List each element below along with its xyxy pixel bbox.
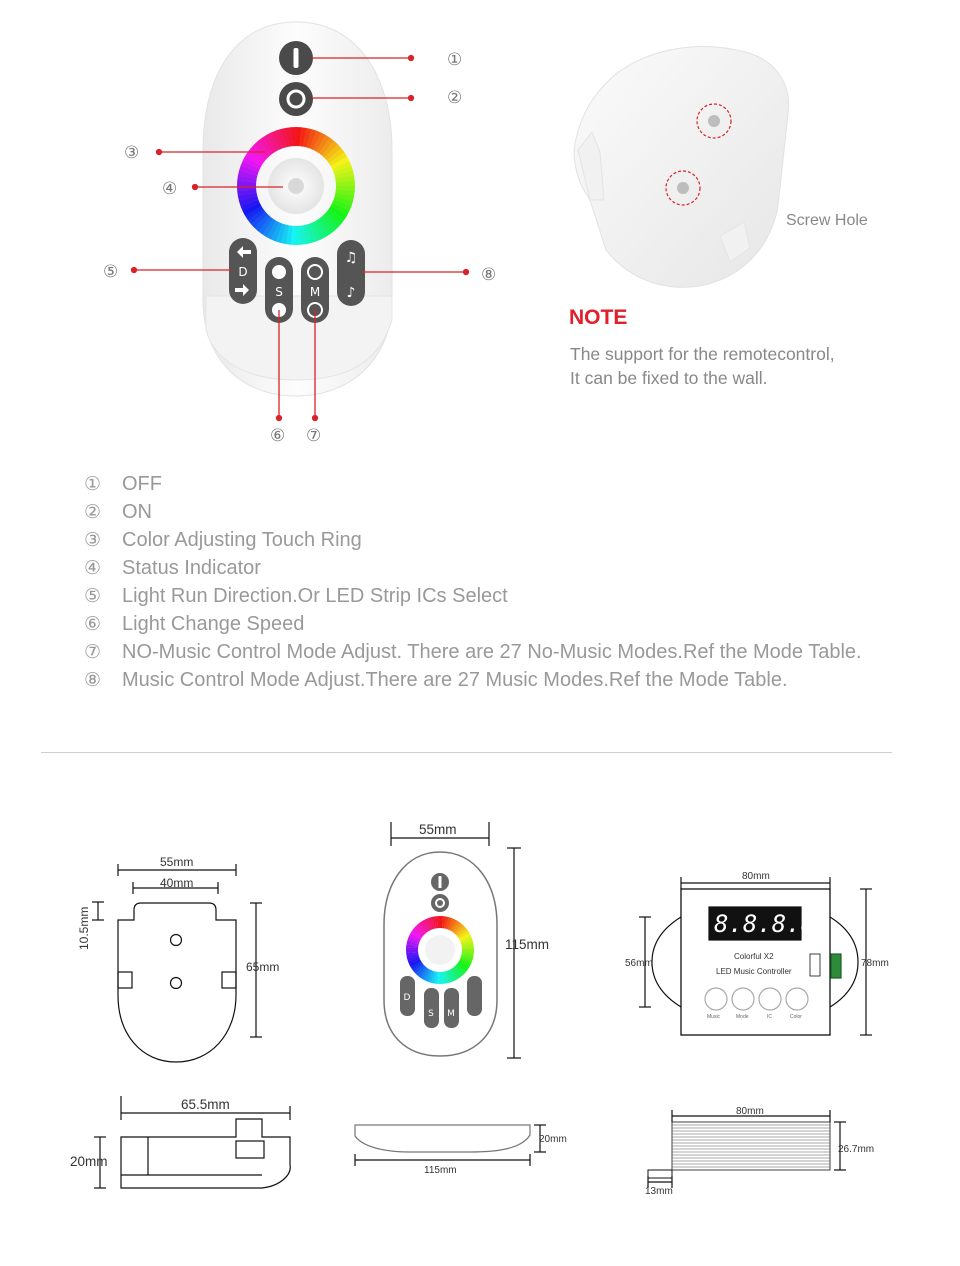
remote-side-drawing [354, 1124, 546, 1166]
screw-hole-label: Screw Hole [786, 212, 868, 229]
music-note-icon: ♫ [345, 250, 358, 266]
arrow-right-icon [235, 284, 249, 296]
holder-body [573, 46, 790, 288]
legend-text: Light Run Direction.Or LED Strip ICs Sel… [122, 584, 508, 607]
legend-text: OFF [122, 472, 162, 495]
wall-holder [573, 46, 790, 288]
legend-num: ① [84, 473, 102, 495]
dim-controller-height-outer: 78mm [861, 958, 889, 969]
callout-3: ③ [124, 143, 140, 163]
controller-subtitle: LED Music Controller [716, 967, 792, 976]
dim-holder-width-inner: 40mm [160, 876, 194, 890]
direction-letter: D [238, 265, 247, 279]
dim-remote-side-length: 115mm [424, 1165, 457, 1176]
speed-button[interactable] [265, 257, 293, 323]
legend-text: NO-Music Control Mode Adjust. There are … [122, 640, 862, 663]
callout-4: ④ [162, 179, 178, 199]
remote-front-drawing [383, 822, 521, 1059]
direction-button[interactable] [229, 238, 257, 304]
callout-8: ⑧ [481, 265, 497, 285]
legend-num: ⑧ [84, 669, 102, 691]
dim-controller-side-foot: 13mm [645, 1186, 673, 1197]
color-touch-ring[interactable] [237, 127, 355, 245]
remote-base-rim [205, 295, 393, 381]
dim-controller-width: 80mm [742, 871, 770, 882]
svg-text:D: D [404, 993, 411, 1003]
dim-remote-side-thickness: 20mm [539, 1134, 567, 1145]
mode-letter: M [310, 285, 320, 299]
svg-text:M: M [447, 1009, 455, 1019]
legend-item: ⑥ Light Change Speed [84, 610, 944, 638]
controller-btn-label: Music [707, 1014, 721, 1020]
on-icon [286, 89, 306, 109]
legend-text: Color Adjusting Touch Ring [122, 528, 362, 551]
legend-item: ④ Status Indicator [84, 554, 944, 582]
arrow-left-icon [237, 246, 251, 258]
on-button[interactable] [279, 82, 313, 116]
legend-item: ③ Color Adjusting Touch Ring [84, 526, 944, 554]
callout-1: ① [447, 50, 463, 70]
mini-color-ring [406, 916, 474, 984]
dim-holder-side-length: 65.5mm [181, 1097, 230, 1112]
legend-item: ⑤ Light Run Direction.Or LED Strip ICs Se… [84, 582, 944, 610]
screw-hole-top [696, 103, 732, 139]
dim-remote-height: 115mm [505, 937, 550, 952]
legend-item: ① OFF [84, 470, 944, 498]
music-note-icon-2: ♪ [347, 285, 356, 301]
dim-controller-side-length: 80mm [736, 1106, 764, 1117]
legend-item: ⑧ Music Control Mode Adjust.There are 27 … [84, 666, 944, 694]
legend-item: ⑦ NO-Music Control Mode Adjust. There are… [84, 638, 944, 666]
dim-controller-height-inner: 56mm [625, 958, 653, 969]
legend-text: ON [122, 500, 152, 523]
legend-num: ③ [84, 529, 102, 551]
callout-2: ② [447, 88, 463, 108]
legend-text: Status Indicator [122, 556, 261, 579]
off-icon [293, 48, 299, 68]
dim-remote-width: 55mm [419, 822, 457, 837]
remote-front-mini: S M D [400, 873, 482, 1028]
legend-num: ⑦ [84, 641, 102, 663]
dim-holder-side-height: 20mm [70, 1154, 108, 1169]
legend-num: ④ [84, 557, 102, 579]
legend-text: Light Change Speed [122, 612, 305, 635]
technical-drawings [92, 822, 872, 1189]
holder-side-drawing [94, 1096, 291, 1189]
note-line-2: It can be fixed to the wall. [570, 368, 768, 388]
dim-controller-side-height: 26.7mm [838, 1144, 875, 1155]
controller-name: Colorful X2 [734, 952, 774, 961]
mode-up-icon [307, 264, 323, 280]
controller-btn-label: IC [767, 1014, 772, 1020]
music-button[interactable] [337, 240, 365, 306]
legend-num: ② [84, 501, 102, 523]
legend-text: Music Control Mode Adjust.There are 27 M… [122, 668, 788, 691]
speed-letter: S [275, 285, 283, 299]
svg-text:S: S [428, 1009, 434, 1019]
note-title: NOTE [569, 306, 628, 329]
fan-slow-icon [272, 265, 286, 279]
callout-5: ⑤ [103, 262, 119, 282]
note-line-1: The support for the remotecontrol, [570, 344, 835, 364]
screw-hole-bottom [665, 170, 701, 206]
legend-item: ② ON [84, 498, 944, 526]
controller-btn-label: Color [790, 1014, 802, 1020]
note-text: The support for the remotecontrol, It ca… [570, 342, 930, 390]
controller-front-drawing [639, 877, 872, 1036]
holder-top-drawing [92, 864, 262, 1063]
controller-btn-label: Mode [736, 1014, 749, 1020]
controller-display: 8.8.8.8. [714, 910, 830, 938]
legend-num: ⑤ [84, 585, 102, 607]
remote-control: D S M ♫ ♪ [202, 21, 393, 397]
dim-holder-height: 65mm [246, 960, 280, 974]
callout-6: ⑥ [270, 426, 286, 446]
dim-holder-lip: 10.5mm [77, 906, 91, 950]
controller-side-drawing [647, 1110, 846, 1188]
legend-list: ① OFF ② ON ③ Color Adjusting Touch Ring ④ St… [84, 470, 944, 694]
dim-holder-width-outer: 55mm [160, 855, 194, 869]
section-divider [41, 752, 892, 753]
callout-7: ⑦ [306, 426, 322, 446]
legend-num: ⑥ [84, 613, 102, 635]
callout-lines [130, 54, 470, 422]
